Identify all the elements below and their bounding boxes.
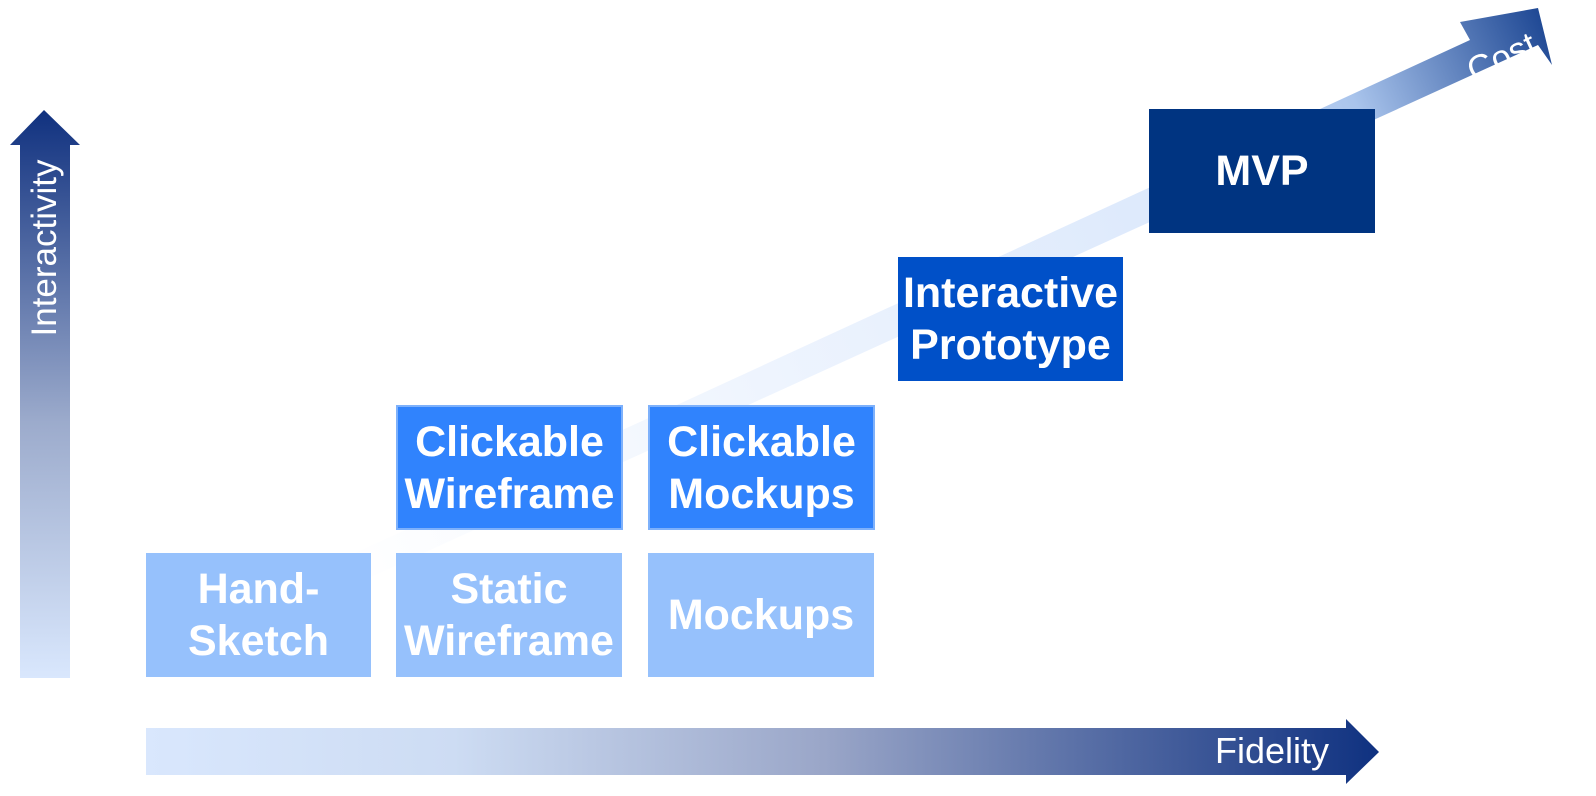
interactivity-label: Interactivity <box>25 159 64 337</box>
fidelity-arrow <box>146 719 1379 784</box>
fidelity-label: Fidelity <box>1215 730 1330 771</box>
interactivity-arrow <box>10 110 80 678</box>
stage-hand-sketch: Hand-Sketch <box>146 553 371 677</box>
stage-mockups: Mockups <box>648 553 874 677</box>
stage-mvp: MVP <box>1149 109 1375 233</box>
